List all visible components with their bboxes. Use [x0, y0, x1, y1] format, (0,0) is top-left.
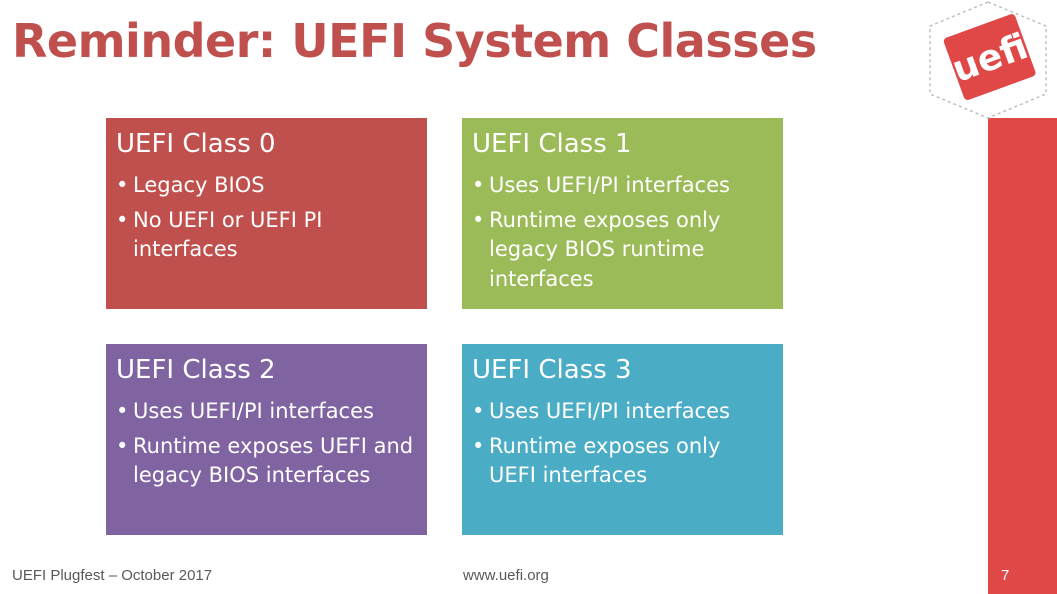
class-1-box: UEFI Class 1 •Uses UEFI/PI interfaces •R… — [462, 118, 783, 309]
bullet-item: •No UEFI or UEFI PI interfaces — [116, 206, 417, 265]
bullet-dot-icon: • — [116, 173, 129, 197]
class-0-heading: UEFI Class 0 — [116, 129, 276, 159]
slide-title: Reminder: UEFI System Classes — [12, 14, 817, 68]
bullet-item: •Uses UEFI/PI interfaces — [472, 397, 773, 427]
class-3-box: UEFI Class 3 •Uses UEFI/PI interfaces •R… — [462, 344, 783, 535]
class-3-heading: UEFI Class 3 — [472, 355, 632, 385]
footer-event: UEFI Plugfest – October 2017 — [12, 567, 213, 584]
class-1-bullets: •Uses UEFI/PI interfaces •Runtime expose… — [472, 171, 773, 294]
bullet-text: Runtime exposes only UEFI interfaces — [489, 433, 721, 488]
bullet-dot-icon: • — [116, 399, 129, 423]
bullet-dot-icon: • — [472, 173, 485, 197]
bullet-item: •Runtime exposes only UEFI interfaces — [472, 432, 773, 491]
footer-website: www.uefi.org — [463, 567, 549, 584]
bullet-text: Uses UEFI/PI interfaces — [133, 399, 374, 423]
bullet-item: •Runtime exposes UEFI and legacy BIOS in… — [116, 432, 417, 491]
class-2-box: UEFI Class 2 •Uses UEFI/PI interfaces •R… — [106, 344, 427, 535]
bullet-dot-icon: • — [472, 399, 485, 423]
class-0-box: UEFI Class 0 •Legacy BIOS •No UEFI or UE… — [106, 118, 427, 309]
bullet-item: •Runtime exposes only legacy BIOS runtim… — [472, 206, 773, 295]
bullet-text: Runtime exposes UEFI and legacy BIOS int… — [133, 433, 414, 488]
accent-side-bar — [988, 118, 1057, 594]
bullet-text: Legacy BIOS — [133, 173, 265, 197]
bullet-dot-icon: • — [472, 433, 485, 458]
bullet-text: Uses UEFI/PI interfaces — [489, 173, 730, 197]
bullet-dot-icon: • — [116, 207, 129, 232]
class-1-heading: UEFI Class 1 — [472, 129, 632, 159]
class-2-heading: UEFI Class 2 — [116, 355, 276, 385]
bullet-item: •Legacy BIOS — [116, 171, 417, 201]
bullet-text: No UEFI or UEFI PI interfaces — [133, 207, 323, 262]
bullet-text: Runtime exposes only legacy BIOS runtime… — [489, 207, 721, 291]
uefi-logo-icon: uefi — [929, 1, 1047, 119]
page-number: 7 — [1001, 567, 1010, 584]
class-3-bullets: •Uses UEFI/PI interfaces •Runtime expose… — [472, 397, 773, 491]
class-0-bullets: •Legacy BIOS •No UEFI or UEFI PI interfa… — [116, 171, 417, 265]
bullet-text: Uses UEFI/PI interfaces — [489, 399, 730, 423]
class-2-bullets: •Uses UEFI/PI interfaces •Runtime expose… — [116, 397, 417, 491]
bullet-dot-icon: • — [472, 207, 485, 232]
bullet-item: •Uses UEFI/PI interfaces — [116, 397, 417, 427]
bullet-dot-icon: • — [116, 433, 129, 458]
bullet-item: •Uses UEFI/PI interfaces — [472, 171, 773, 201]
